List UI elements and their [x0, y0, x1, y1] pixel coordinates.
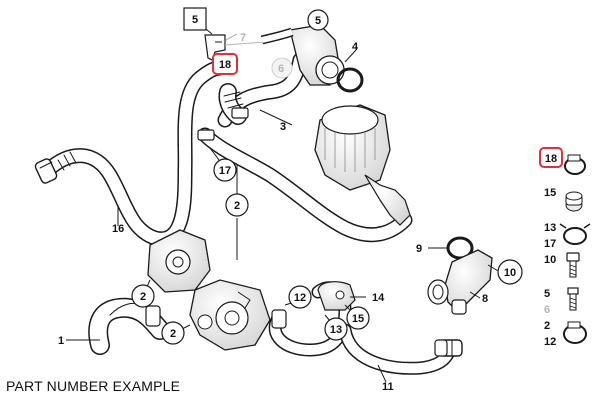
svg-text:5: 5: [544, 288, 550, 300]
callout-17: 17: [213, 158, 237, 182]
callout-3: 3: [280, 121, 286, 133]
svg-text:13: 13: [330, 324, 342, 336]
svg-text:2: 2: [170, 328, 176, 340]
svg-text:7: 7: [240, 32, 246, 44]
callout-6: 6: [278, 63, 284, 75]
svg-text:10: 10: [544, 254, 556, 266]
svg-text:16: 16: [112, 223, 124, 235]
thermostat-housing-top: [204, 24, 364, 93]
mounting-bracket-14: [317, 281, 356, 311]
svg-text:15: 15: [544, 187, 556, 199]
svg-text:2: 2: [234, 200, 240, 212]
callout-2-left: 2: [131, 284, 155, 308]
callout-12: 12: [288, 285, 312, 309]
callout-10: 10: [497, 259, 523, 285]
callout-5-top-right: 5: [307, 9, 329, 31]
callout-9: 9: [416, 243, 422, 255]
svg-text:10: 10: [504, 267, 516, 279]
hose-16: [34, 60, 228, 247]
callout-1: 1: [58, 335, 64, 347]
svg-text:3: 3: [280, 121, 286, 133]
callout-7: 7: [240, 32, 246, 44]
callout-16: 16: [112, 223, 124, 235]
bolt-icon: [566, 252, 580, 278]
svg-text:18: 18: [219, 59, 231, 71]
callout-2-centre: 2: [225, 193, 249, 217]
svg-text:2: 2: [140, 291, 146, 303]
svg-text:4: 4: [352, 41, 359, 53]
hose-clamp-icon: [564, 154, 586, 175]
callout-14: 14: [372, 292, 385, 304]
svg-text:2: 2: [544, 320, 550, 332]
callout-13: 13: [324, 317, 348, 341]
svg-text:17: 17: [219, 165, 231, 177]
callout-5-top-left: 5: [183, 7, 207, 31]
svg-text:6: 6: [544, 304, 550, 316]
callout-11: 11: [382, 381, 394, 393]
callout-15: 15: [346, 306, 370, 330]
svg-text:18: 18: [545, 153, 557, 165]
svg-text:5: 5: [192, 14, 198, 26]
svg-text:12: 12: [294, 292, 306, 304]
spring-clip-icon: [559, 223, 591, 245]
svg-text:17: 17: [544, 238, 556, 250]
svg-text:9: 9: [416, 243, 422, 255]
svg-text:14: 14: [372, 292, 385, 304]
hose-clamp-small-icon: [563, 321, 587, 344]
water-pump-assembly: [147, 229, 271, 351]
stud-bolt-icon: [567, 287, 579, 311]
pipe-connector-8: [427, 236, 493, 315]
callout-2-lower: 2: [161, 321, 185, 345]
callout-8: 8: [482, 293, 488, 305]
caption-part-number-example: PART NUMBER EXAMPLE: [6, 378, 181, 394]
svg-text:1: 1: [58, 335, 64, 347]
rubber-grommet-icon: [565, 191, 583, 212]
callout-18-highlighted: 18: [212, 53, 238, 75]
svg-text:5: 5: [315, 15, 321, 27]
svg-text:11: 11: [382, 381, 394, 393]
svg-text:15: 15: [352, 313, 364, 325]
hardware-side-panel: 18 15 13 17 10 5 6: [539, 147, 591, 348]
svg-text:8: 8: [482, 293, 488, 305]
svg-text:12: 12: [544, 336, 556, 348]
hose-clamps: [145, 107, 448, 357]
svg-text:6: 6: [278, 63, 284, 75]
callout-4: 4: [352, 41, 359, 53]
svg-text:13: 13: [544, 222, 556, 234]
oil-filter-housing: [314, 104, 411, 226]
